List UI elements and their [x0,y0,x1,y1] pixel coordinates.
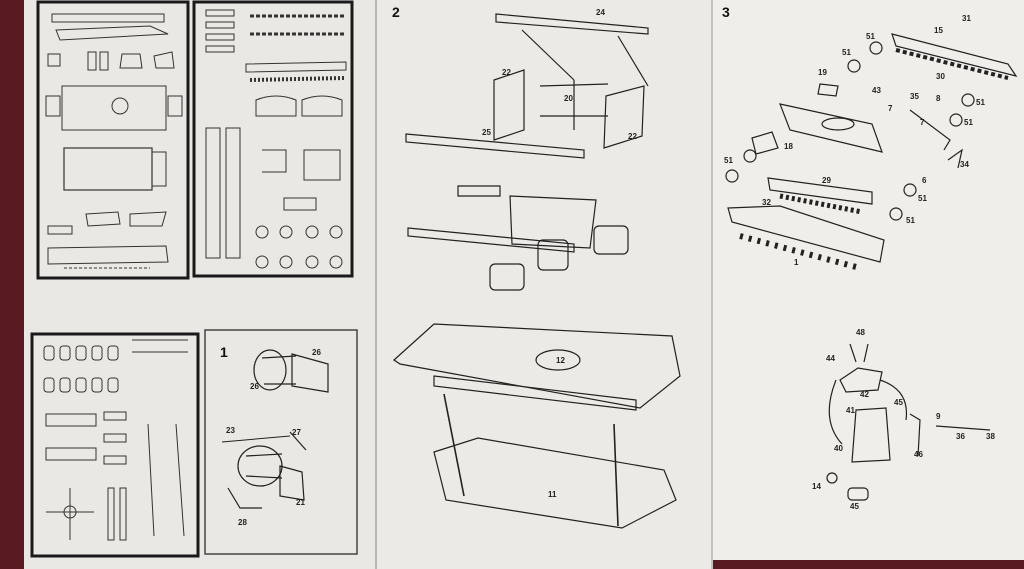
part-number: 43 [872,86,881,95]
part-number: 51 [976,98,985,107]
part-number: 6 [922,176,927,185]
step-2-number: 2 [392,4,400,20]
part-number: 7 [920,118,925,127]
part-number: 8 [936,94,941,103]
part-number: 20 [564,94,573,103]
part-number: 28 [238,518,247,527]
part-number: 22 [502,68,511,77]
part-number: 19 [818,68,827,77]
part-number: 32 [762,198,771,207]
part-number: 51 [918,194,927,203]
step-2-drawing [393,13,681,529]
part-number: 40 [834,444,843,453]
step-1-number: 1 [220,344,228,360]
part-number: 11 [548,490,557,499]
part-number: 27 [292,428,301,437]
part-number: 45 [850,502,859,511]
part-number: 35 [910,92,919,101]
part-number: 48 [856,328,865,337]
part-number: 26 [250,382,259,391]
part-number: 51 [964,118,973,127]
part-number: 14 [812,482,821,491]
part-number: 26 [312,348,321,357]
sprue-frame-a [36,0,190,280]
instruction-sheet-right [712,0,1024,560]
part-number: 51 [866,32,875,41]
part-number: 42 [860,390,869,399]
part-number: 34 [960,160,969,169]
step-3-drawing [725,33,1018,501]
part-number: 24 [596,8,605,17]
step-1-frame [204,329,358,555]
part-number: 9 [936,412,941,421]
part-number: 21 [296,498,305,507]
instruction-sheet-middle [376,0,712,569]
instruction-sheet-left [24,0,376,569]
part-number: 41 [846,406,855,415]
step-3-number: 3 [722,4,730,20]
part-number: 51 [906,216,915,225]
part-number: 7 [888,104,893,113]
part-number: 23 [226,426,235,435]
part-number: 44 [826,354,835,363]
step-1-drawing [221,349,329,509]
part-number: 30 [936,72,945,81]
part-number: 15 [934,26,943,35]
part-number: 1 [794,258,799,267]
part-number: 25 [482,128,491,137]
sprue-frame-c [30,332,200,558]
part-number: 12 [556,356,565,365]
part-number: 51 [724,156,733,165]
part-number: 29 [822,176,831,185]
part-number: 31 [962,14,971,23]
part-number: 46 [914,450,923,459]
part-number: 22 [628,132,637,141]
part-number: 51 [842,48,851,57]
sprue-frame-b [192,0,354,278]
part-number: 18 [784,142,793,151]
part-number: 36 [956,432,965,441]
part-number: 45 [894,398,903,407]
part-number: 38 [986,432,995,441]
